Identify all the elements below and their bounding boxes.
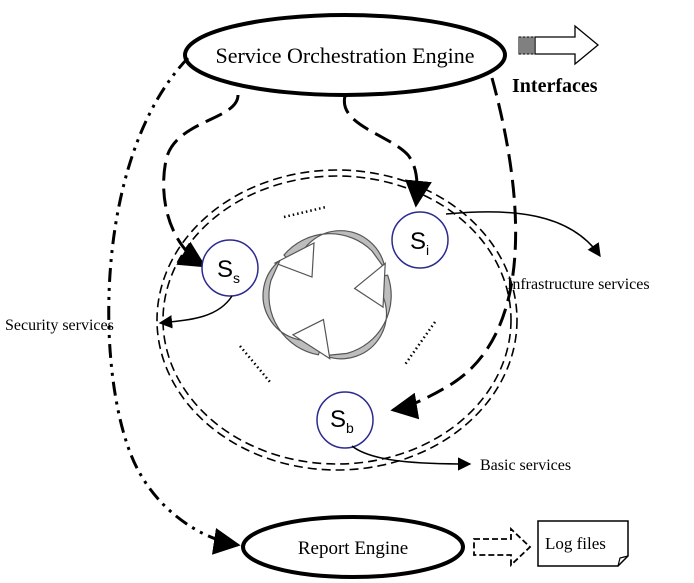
orchestration-to-basic-connector [390, 77, 518, 420]
svg-text:Si: Si [410, 228, 429, 258]
log-files-label: Log files [545, 534, 606, 553]
security-label-arrow [158, 295, 233, 329]
interfaces-label: Interfaces [512, 75, 598, 97]
basic-node-base: S [330, 406, 346, 433]
interfaces-arrow-icon [518, 24, 600, 66]
cycle-arrows-icon [262, 230, 392, 360]
log-files-arrow-icon [473, 526, 532, 568]
log-files-document[interactable]: Log files [537, 520, 629, 567]
infrastructure-services-label: Infrastructure services [507, 276, 650, 293]
infrastructure-node-sub: i [426, 242, 429, 258]
infrastructure-service-node[interactable]: Si [391, 211, 449, 269]
dotted-separators [239, 205, 437, 383]
security-node-sub: s [233, 270, 240, 286]
basic-service-node[interactable]: Sb [316, 391, 374, 449]
security-node-base: S [217, 256, 233, 283]
orchestration-to-report-connector [107, 56, 241, 555]
basic-services-label: Basic services [480, 457, 571, 474]
service-ring [156, 169, 518, 471]
svg-text:Ss: Ss [217, 256, 240, 286]
svg-text:Sb: Sb [330, 406, 354, 436]
orchestration-to-infrastructure-connector [342, 95, 432, 208]
basic-label-arrow [351, 445, 472, 471]
orchestration-to-security-connector [162, 94, 240, 268]
security-services-label: Security services [5, 317, 114, 334]
report-engine-label: Report Engine [298, 538, 408, 559]
service-orchestration-engine-label: Service Orchestration Engine [215, 43, 474, 68]
report-engine[interactable]: Report Engine [241, 515, 465, 579]
infrastructure-node-base: S [410, 228, 426, 255]
security-service-node[interactable]: Ss [201, 239, 259, 297]
infrastructure-label-arrow [445, 211, 601, 258]
service-orchestration-engine[interactable]: Service Orchestration Engine [183, 13, 507, 97]
basic-node-sub: b [346, 420, 354, 436]
